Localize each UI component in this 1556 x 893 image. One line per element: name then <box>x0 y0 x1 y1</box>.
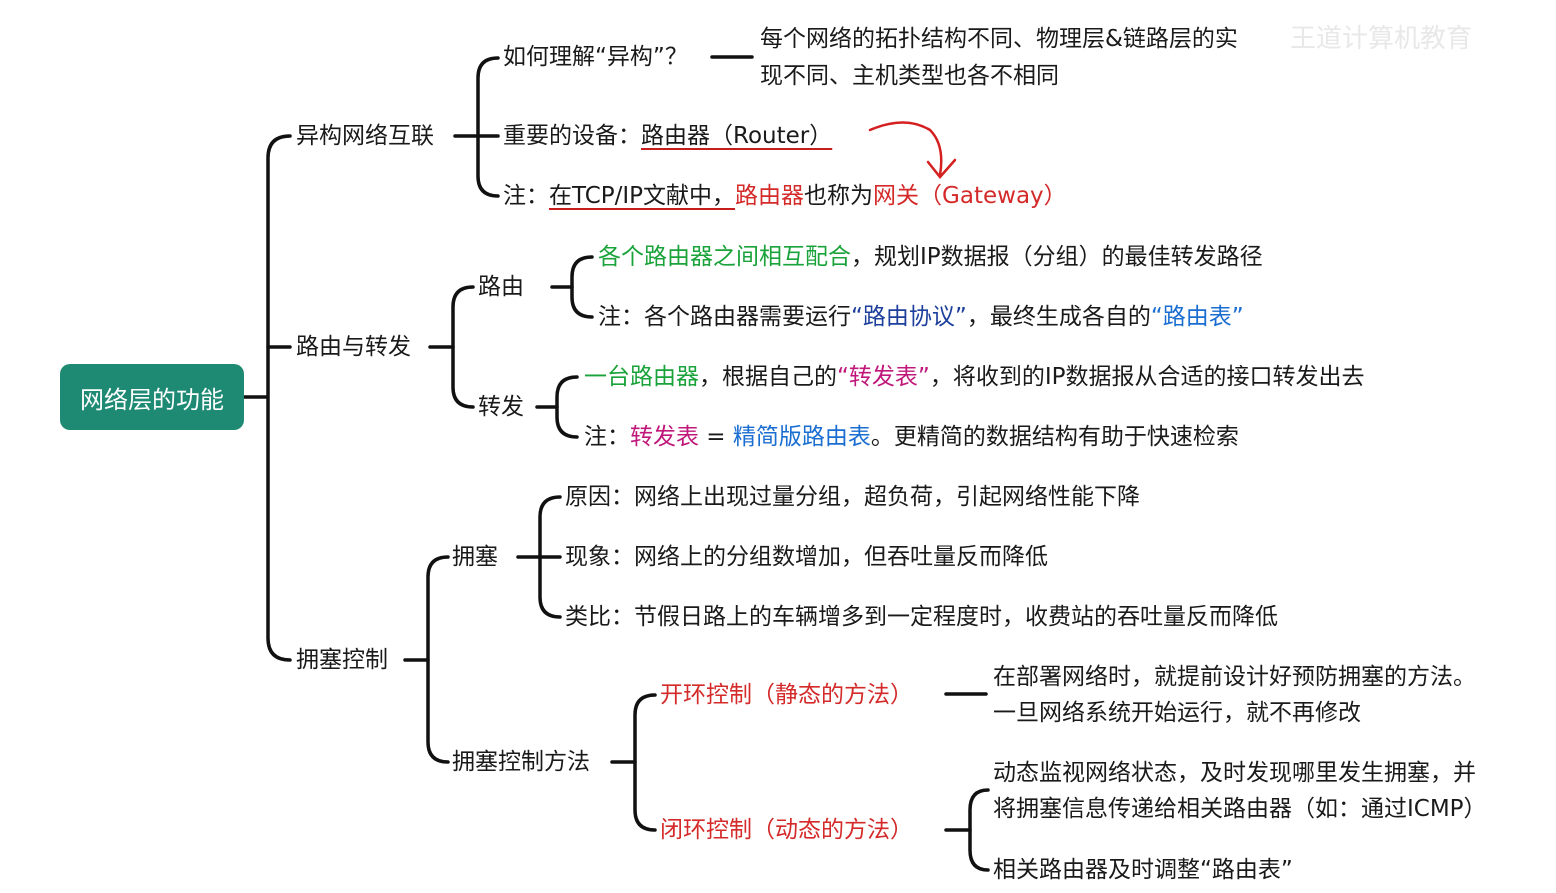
branch-routing-forwarding-label: 路由与转发 <box>296 334 411 360</box>
watermark-text: 王道计算机教育 <box>1290 24 1473 54</box>
congestion-method-label: 拥塞控制方法 <box>452 749 590 775</box>
congestion-analogy: 类比：节假日路上的车辆增多到一定程度时，收费站的吞吐量反而降低 <box>565 604 1278 630</box>
forwarding-desc-d: ，将收到的IP数据报从合适的接口转发出去 <box>929 364 1365 390</box>
congestion-label: 拥塞 <box>452 544 498 570</box>
gateway-note-row: 注：在TCP/IP文献中，路由器也称为网关（Gateway） <box>503 181 1067 211</box>
note-router: 路由器 <box>735 183 805 209</box>
closed-loop-desc-line1: 动态监视网络状态，及时发现哪里发生拥塞，并 <box>993 760 1476 786</box>
routing-note-c: ，最终生成各自的 <box>966 304 1151 330</box>
closed-loop-control: 闭环控制（动态的方法） <box>660 817 913 843</box>
routing-note: 注：各个路由器需要运行“路由协议”，最终生成各自的“路由表” <box>598 302 1244 332</box>
routing-desc-rest: ，规划IP数据报（分组）的最佳转发路径 <box>851 244 1263 270</box>
open-loop-control: 开环控制（静态的方法） <box>660 682 913 708</box>
forwarding-note-equals: = <box>699 424 733 450</box>
branch-congestion-control-label: 拥塞控制 <box>296 647 388 673</box>
congestion-cause: 原因：网络上出现过量分组，超负荷，引起网络性能下降 <box>565 484 1140 510</box>
routing-desc: 各个路由器之间相互配合，规划IP数据报（分组）的最佳转发路径 <box>598 242 1263 272</box>
forwarding-note-rest: 。更精简的数据结构有助于快速检索 <box>870 424 1239 450</box>
heterogeneous-answer-line2: 现不同、主机类型也各不相同 <box>760 63 1059 89</box>
routing-protocol: “路由协议” <box>851 304 967 330</box>
routing-table: “路由表” <box>1150 304 1244 330</box>
forwarding-desc: 一台路由器，根据自己的“转发表”，将收到的IP数据报从合适的接口转发出去 <box>584 362 1365 392</box>
open-loop-desc-line2: 一旦网络系统开始运行，就不再修改 <box>993 700 1361 726</box>
forwarding-table: “转发表” <box>837 364 930 390</box>
closed-loop-desc-line2: 将拥塞信息传递给相关路由器（如：通过ICMP） <box>993 796 1487 822</box>
device-prefix: 重要的设备： <box>503 123 641 149</box>
root-node: 网络层的功能 <box>60 364 244 430</box>
forwarding-label: 转发 <box>478 394 524 420</box>
note-tcpip: 在TCP/IP文献中， <box>549 183 736 209</box>
routing-note-a: 注：各个路由器需要运行 <box>598 304 851 330</box>
heterogeneous-answer-line1: 每个网络的拓扑结构不同、物理层&链路层的实 <box>760 26 1238 52</box>
open-loop-desc-line1: 在部署网络时，就提前设计好预防拥塞的方法。 <box>993 664 1476 690</box>
note-prefix: 注： <box>503 183 549 209</box>
routing-desc-highlight: 各个路由器之间相互配合 <box>598 244 851 270</box>
congestion-phenomenon: 现象：网络上的分组数增加，但吞吐量反而降低 <box>565 544 1048 570</box>
forwarding-note-table: 转发表 <box>630 424 699 450</box>
heterogeneous-question: 如何理解“异构”？ <box>503 44 688 70</box>
note-also-called: 也称为 <box>804 183 874 209</box>
closed-loop-desc-line3: 相关路由器及时调整“路由表” <box>993 857 1293 883</box>
branch-heterogeneous-label: 异构网络互联 <box>296 123 434 149</box>
forwarding-desc-b: ，根据自己的 <box>699 364 837 390</box>
note-gateway: 网关（Gateway） <box>873 183 1067 209</box>
forwarding-note-simplified: 精简版路由表 <box>732 424 871 450</box>
forwarding-one-router: 一台路由器 <box>584 364 699 390</box>
device-router: 路由器（Router） <box>641 123 833 149</box>
important-device-row: 重要的设备：路由器（Router） <box>503 121 832 151</box>
forwarding-note-prefix: 注： <box>584 424 630 450</box>
routing-label: 路由 <box>478 274 524 300</box>
forwarding-note: 注：转发表 = 精简版路由表。更精简的数据结构有助于快速检索 <box>584 422 1239 452</box>
